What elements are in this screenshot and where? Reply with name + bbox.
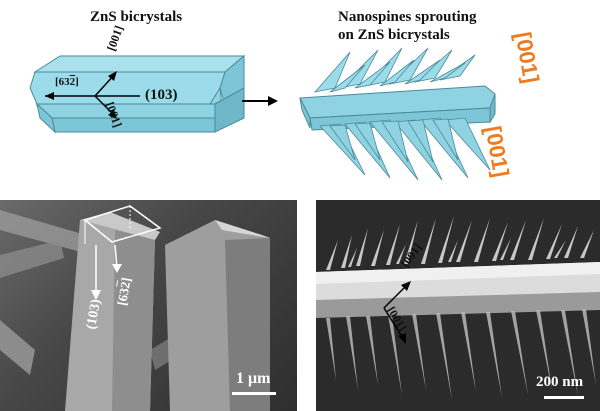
sem-left-texture [0, 205, 276, 411]
nanospine-schematic [299, 47, 496, 181]
upper-spines [313, 47, 476, 93]
sem-left-scalebar [232, 392, 276, 395]
dir-63-2-label: [632] [55, 76, 79, 88]
right-title-line2: on ZnS bicrystals [338, 27, 450, 43]
sem-image-right: [001] [001] 200 nm [316, 200, 600, 411]
left-title: ZnS bicrystals [90, 9, 183, 25]
plane-103-label: (103) [145, 87, 178, 103]
sem-right-scalebar [544, 396, 584, 399]
sem-right-arrow-down [383, 307, 405, 341]
lower-spines [319, 117, 491, 181]
sem-right-scale-label: 200 nm [536, 374, 584, 390]
sem-right-texture [316, 216, 600, 400]
sem-left-scale-label: 1 μm [236, 370, 271, 387]
transition-arrow [242, 96, 278, 106]
sem-facet-outline [83, 205, 162, 243]
bicrystal-schematic [29, 54, 246, 134]
right-title-line1: Nanospines sprouting [338, 9, 477, 25]
sem-image-left: (103) [632] 1 μm [0, 200, 297, 411]
bicrystal-lower-slab [35, 103, 216, 119]
